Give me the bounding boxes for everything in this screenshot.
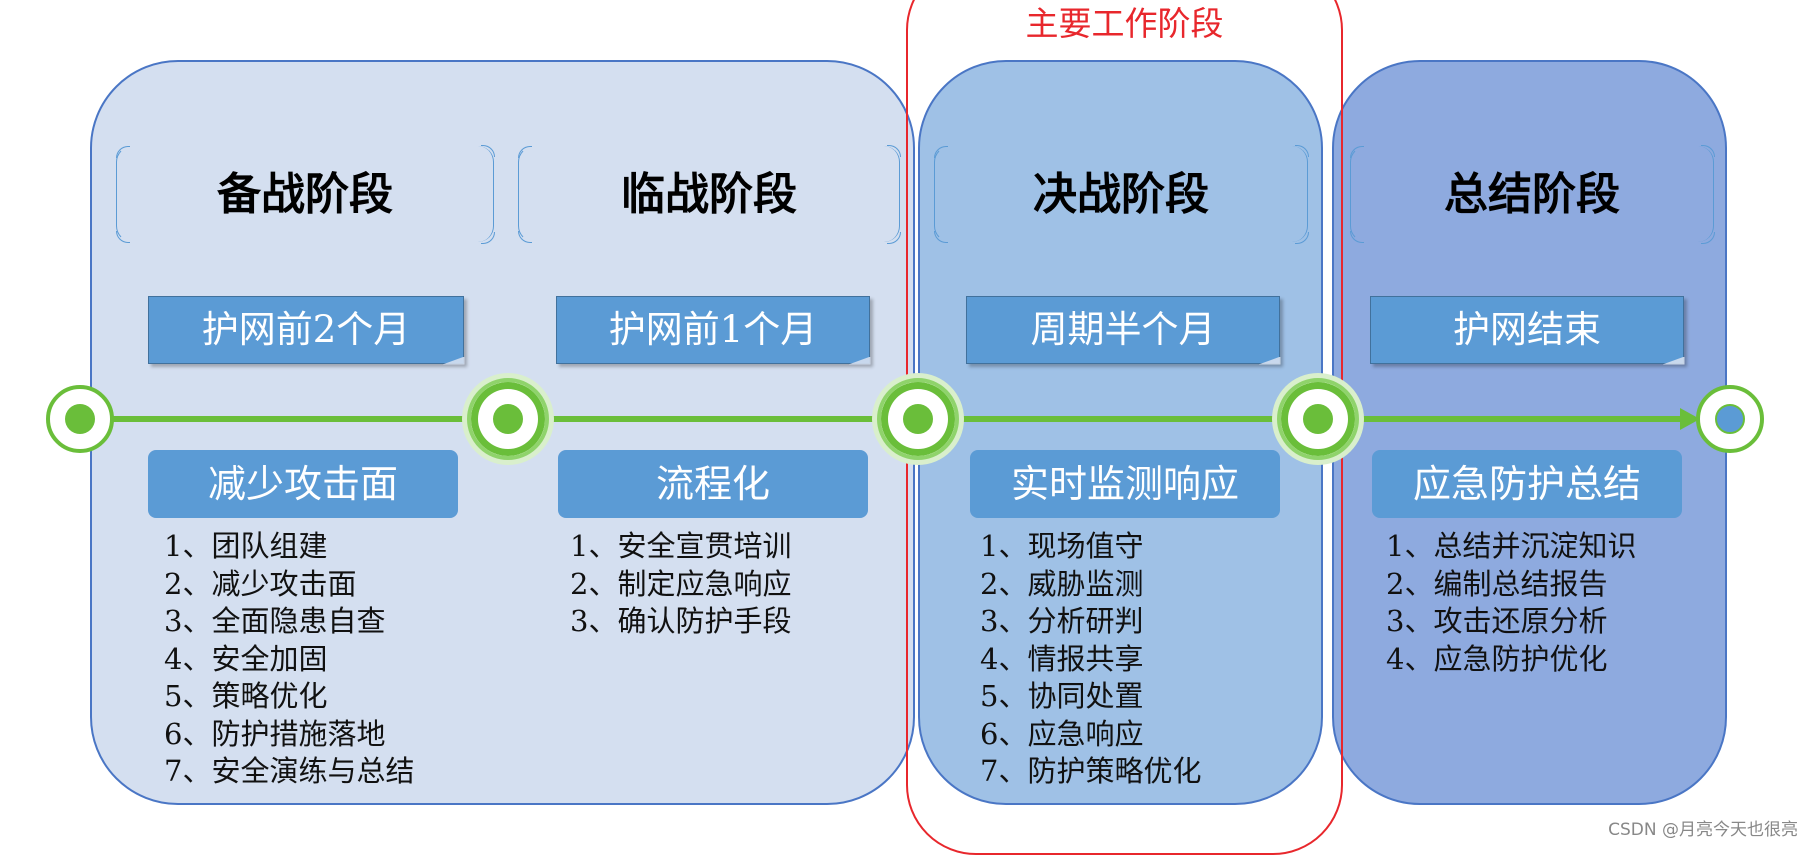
list-item: 7、防护策略优化 xyxy=(980,754,1202,788)
list-item: 4、情报共享 xyxy=(980,641,1144,676)
list-item: 7、安全演练与总结 xyxy=(164,754,415,788)
list-item: 3、分析研判 xyxy=(980,604,1144,638)
list-item: 4、安全加固 xyxy=(164,641,328,676)
task-list-1: 1、团队组建 2、减少攻击面 3、全面隐患自查 4、安全加固 5、策略优化 6、… xyxy=(164,528,414,791)
list-item: 5、策略优化 xyxy=(164,679,328,713)
stage-title-2: 临战阶段 xyxy=(621,169,797,220)
list-item: 4、应急防护优化 xyxy=(1386,641,1608,676)
list-item: 2、编制总结报告 xyxy=(1386,566,1608,601)
category-box-4: 应急防护总结 xyxy=(1372,450,1682,518)
main-stage-highlight-label: 主要工作阶段 xyxy=(1025,4,1224,43)
timeline-node-4 xyxy=(1277,378,1359,460)
list-item: 1、安全宣贯培训 xyxy=(570,529,792,563)
list-item: 3、攻击还原分析 xyxy=(1386,604,1608,638)
task-list-4: 1、总结并沉淀知识 2、编制总结报告 3、攻击还原分析 4、应急防护优化 xyxy=(1386,528,1636,678)
timeline-node-2 xyxy=(467,378,549,460)
battle-stage-panel xyxy=(918,60,1323,805)
timeline-arrow-icon xyxy=(1680,408,1700,430)
time-tag-4: 护网结束 xyxy=(1370,296,1684,364)
stage-title-1: 备战阶段 xyxy=(217,169,393,220)
category-box-3: 实时监测响应 xyxy=(970,450,1280,518)
time-tag-3: 周期半个月 xyxy=(966,296,1280,364)
stage-title-4: 总结阶段 xyxy=(1444,169,1620,220)
list-item: 2、威胁监测 xyxy=(980,566,1144,601)
list-item: 1、现场值守 xyxy=(980,529,1144,563)
time-tag-2: 护网前1个月 xyxy=(556,296,870,364)
watermark-text: CSDN @月亮今天也很亮 xyxy=(1608,820,1798,840)
stage-title-frame-2: 临战阶段 xyxy=(517,144,901,244)
stage-title-frame-3: 决战阶段 xyxy=(933,144,1309,244)
list-item: 3、全面隐患自查 xyxy=(164,604,386,638)
time-tag-1: 护网前2个月 xyxy=(148,296,464,364)
list-item: 5、协同处置 xyxy=(980,679,1144,713)
task-list-2: 1、安全宣贯培训 2、制定应急响应 3、确认防护手段 xyxy=(570,528,791,641)
list-item: 6、应急响应 xyxy=(980,716,1144,751)
task-list-3: 1、现场值守 2、威胁监测 3、分析研判 4、情报共享 5、协同处置 6、应急响… xyxy=(980,528,1201,791)
category-box-2: 流程化 xyxy=(558,450,868,518)
list-item: 1、总结并沉淀知识 xyxy=(1386,529,1637,563)
list-item: 2、减少攻击面 xyxy=(164,566,357,601)
list-item: 6、防护措施落地 xyxy=(164,716,386,751)
timeline-node-1 xyxy=(46,385,114,453)
timeline-node-3 xyxy=(877,378,959,460)
stage-title-frame-1: 备战阶段 xyxy=(115,144,495,244)
stage-title-3: 决战阶段 xyxy=(1033,169,1209,220)
stage-title-frame-4: 总结阶段 xyxy=(1349,144,1715,244)
timeline-node-end xyxy=(1696,385,1764,453)
summary-stage-panel xyxy=(1332,60,1727,805)
list-item: 2、制定应急响应 xyxy=(570,566,792,601)
category-box-1: 减少攻击面 xyxy=(148,450,458,518)
list-item: 3、确认防护手段 xyxy=(570,604,792,638)
list-item: 1、团队组建 xyxy=(164,529,328,563)
